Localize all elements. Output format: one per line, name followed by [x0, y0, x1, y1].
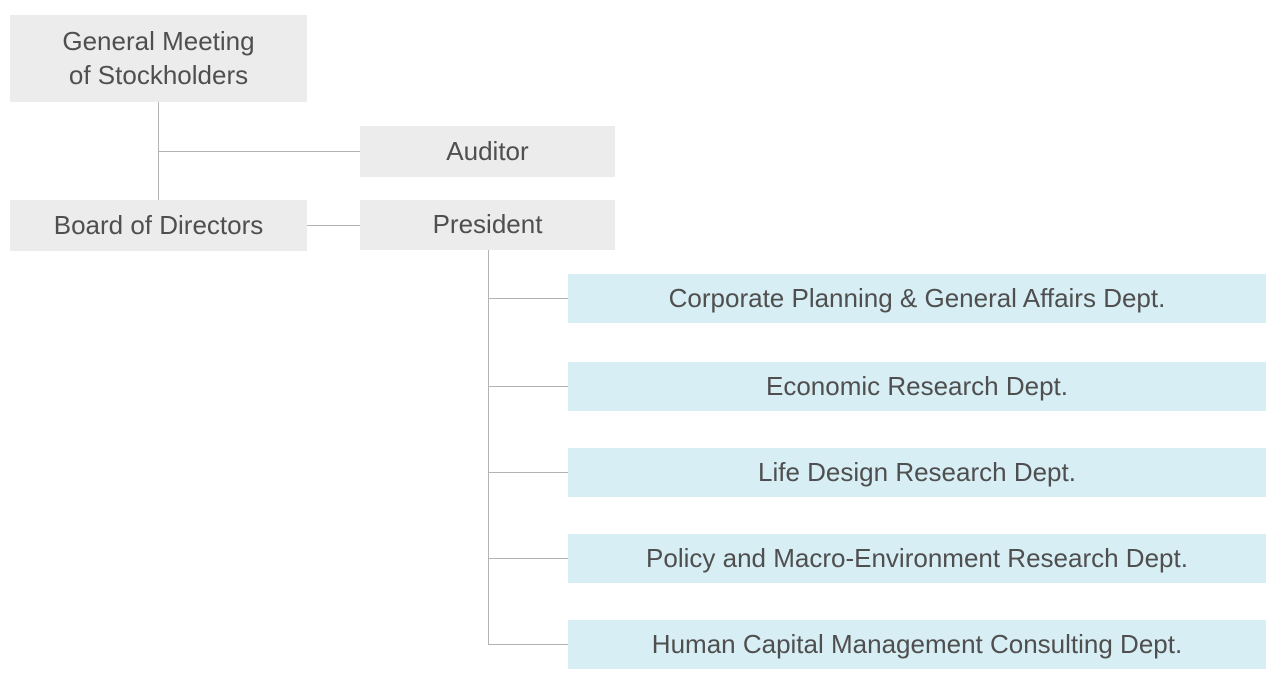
node-label: Policy and Macro-Environment Research De…	[646, 542, 1188, 573]
connector-president-trunk	[488, 250, 489, 645]
connector-to-dept-corporate-planning	[488, 298, 568, 299]
node-dept-human-capital-management-consulting: Human Capital Management Consulting Dept…	[568, 620, 1266, 669]
connector-to-dept-human-capital	[488, 644, 568, 645]
node-label: President	[432, 209, 543, 240]
node-label: Board of Directors	[53, 209, 264, 240]
node-general-meeting-of-stockholders: General Meeting of Stockholders	[10, 15, 307, 102]
node-dept-policy-macro-environment-research: Policy and Macro-Environment Research De…	[568, 534, 1266, 583]
node-label: Corporate Planning & General Affairs Dep…	[668, 282, 1166, 313]
connector-to-dept-policy-macro	[488, 558, 568, 559]
node-label: Life Design Research Dept.	[758, 456, 1076, 487]
connector-to-dept-life-design	[488, 472, 568, 473]
node-president: President	[360, 200, 615, 250]
connector-to-dept-economic-research	[488, 386, 568, 387]
node-label: Auditor	[446, 135, 529, 166]
node-board-of-directors: Board of Directors	[10, 200, 307, 251]
connector-to-auditor	[158, 151, 360, 152]
node-label-line: General Meeting	[62, 26, 255, 57]
node-label: Human Capital Management Consulting Dept…	[651, 628, 1183, 659]
node-auditor: Auditor	[360, 126, 615, 177]
connector-board-to-president	[307, 225, 360, 226]
node-label: Economic Research Dept.	[765, 370, 1069, 401]
node-dept-life-design-research: Life Design Research Dept.	[568, 448, 1266, 497]
node-dept-economic-research: Economic Research Dept.	[568, 362, 1266, 411]
node-label-line: of Stockholders	[68, 59, 249, 90]
node-dept-corporate-planning-general-affairs: Corporate Planning & General Affairs Dep…	[568, 274, 1266, 323]
